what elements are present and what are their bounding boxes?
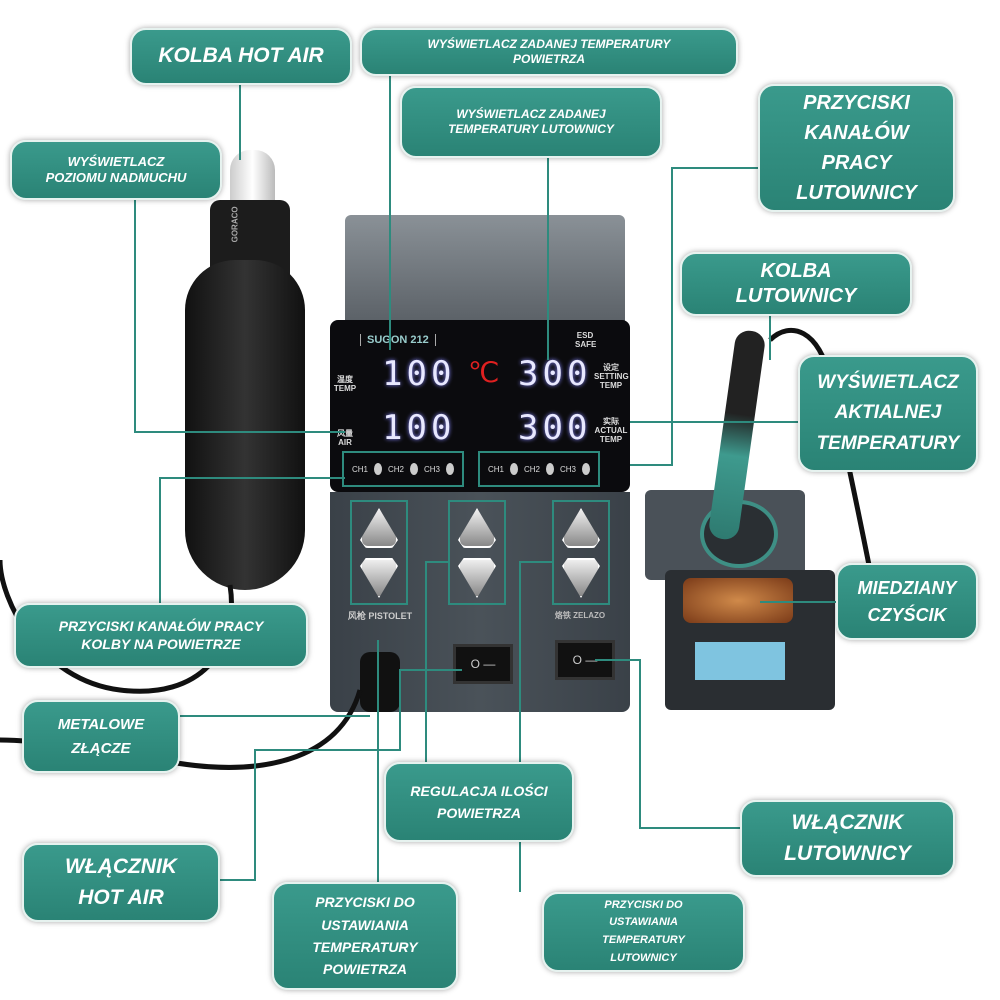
- label-iron-switch: Włącznik lutownicy: [740, 800, 955, 877]
- actual-label: 实际 ACTUAL TEMP: [594, 417, 628, 444]
- label-hot-air-handle: Kolba hot air: [130, 28, 352, 85]
- iron-temp-buttons: [552, 500, 610, 605]
- station-top: [345, 215, 625, 325]
- iron-power-switch[interactable]: O —: [555, 640, 615, 680]
- ch2-button[interactable]: [546, 463, 554, 475]
- air-label: 风量 AIR: [337, 429, 353, 447]
- ch2-button[interactable]: [410, 463, 418, 475]
- unit-indicator: ℃: [468, 356, 504, 389]
- iron-channel-buttons: CH1 CH2 CH3: [478, 451, 600, 487]
- ch3-button[interactable]: [582, 463, 590, 475]
- ch2-label: CH2: [524, 464, 541, 474]
- label-actual-temp-display: Wyświetlacz aktialnej temperatury: [798, 355, 978, 472]
- station-body: 风枪 PISTOLET 烙铁 ZELAZO O — O —: [330, 492, 630, 712]
- hot-air-gun: GORACO: [180, 150, 310, 590]
- airflow-buttons: [448, 500, 506, 605]
- ch1-label: CH1: [352, 464, 369, 474]
- actual-temp-display: 300: [518, 408, 592, 448]
- set-temp-display: 300: [518, 354, 592, 394]
- label-copper-cleaner: Miedziany czyścik: [836, 563, 978, 640]
- display-panel: SUGON 212 ESD SAFE 温度 TEMP 100 ℃ 300 设定 …: [330, 320, 630, 492]
- label-iron-temp-buttons: Przyciski do ustawiania temperatury luto…: [542, 892, 745, 972]
- pistolet-label: 风枪 PISTOLET: [347, 611, 413, 621]
- air-channel-buttons: CH1 CH2 CH3: [342, 451, 464, 487]
- ch1-button[interactable]: [374, 463, 382, 475]
- sponge: [695, 642, 785, 680]
- esd-badge: ESD SAFE: [575, 331, 597, 349]
- temp-label: 温度 TEMP: [333, 375, 357, 393]
- label-iron-set-display: Wyświetlacz zadanej temperatury lutownic…: [400, 86, 662, 158]
- zelazo-label: 烙铁 ZELAZO: [554, 611, 606, 620]
- ch3-label: CH3: [560, 464, 577, 474]
- label-iron-channel-buttons: Przyciski kanałów pracy lutownicy: [758, 84, 955, 212]
- metal-connector: [360, 652, 400, 712]
- hot-air-power-switch[interactable]: O —: [453, 644, 513, 684]
- label-metal-connector: Metalowe złącze: [22, 700, 180, 773]
- copper-cleaner: [683, 578, 793, 623]
- air-temp-buttons: [350, 500, 408, 605]
- ch1-label: CH1: [488, 464, 505, 474]
- ch3-button[interactable]: [446, 463, 454, 475]
- label-iron-handle: Kolba lutownicy: [680, 252, 912, 316]
- label-air-set-display: Wyświetlacz zadanej temperatury powietrz…: [360, 28, 738, 76]
- ch2-label: CH2: [388, 464, 405, 474]
- label-airflow-regulation: Regulacja ilości powietrza: [384, 762, 574, 842]
- ch3-label: CH3: [424, 464, 441, 474]
- setting-label: 设定 SETTING TEMP: [594, 363, 629, 390]
- label-air-temp-buttons: Przyciski do ustawiania temperatury powi…: [272, 882, 458, 990]
- label-hot-air-switch: Włącznik hot air: [22, 843, 220, 922]
- air-temp-display: 100: [382, 354, 456, 394]
- model-name: SUGON 212: [360, 334, 436, 347]
- air-level-display: 100: [382, 408, 456, 448]
- label-air-channel-buttons: Przyciski kanałów pracy kolby na powietr…: [14, 603, 308, 668]
- ch1-button[interactable]: [510, 463, 518, 475]
- label-airflow-display: Wyświetlacz poziomu nadmuchu: [10, 140, 222, 200]
